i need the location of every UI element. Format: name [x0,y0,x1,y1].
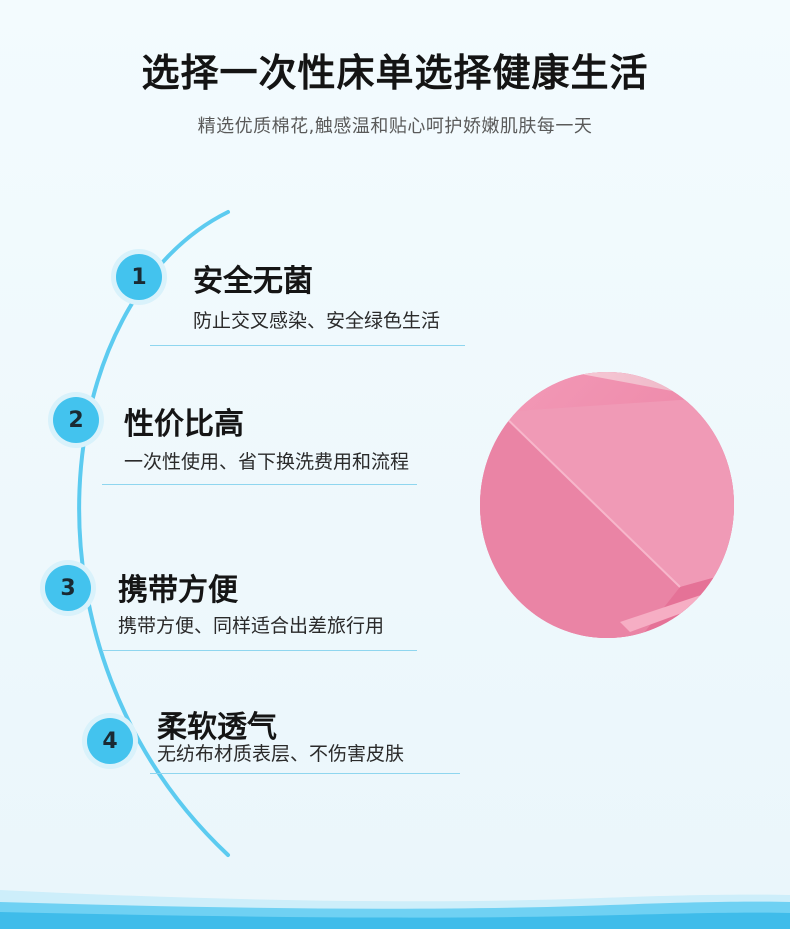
feature-number-badge: 2 [53,397,99,443]
product-photo [480,372,734,638]
page-subtitle: 精选优质棉花,触感温和贴心呵护娇嫩肌肤每一天 [197,116,593,137]
feature-title: 性价比高 [124,407,244,442]
feature-description: 一次性使用、省下换洗费用和流程 [124,451,410,473]
feature-divider [102,484,417,485]
feature-title: 安全无菌 [193,264,313,299]
feature-number-badge: 4 [87,718,133,764]
feature-number: 3 [60,575,76,601]
feature-title: 携带方便 [118,573,238,608]
feature-description: 防止交叉感染、安全绿色生活 [193,310,441,332]
pink-sheet-illustration [480,372,734,638]
feature-number: 2 [68,407,84,433]
feature-title: 柔软透气 [157,710,277,745]
bottom-wave-decoration [0,890,790,929]
feature-divider [150,773,460,774]
feature-number-badge: 1 [116,254,162,300]
feature-divider [150,345,465,346]
feature-description: 携带方便、同样适合出差旅行用 [118,615,385,637]
feature-description: 无纺布材质表层、不伤害皮肤 [157,743,405,765]
feature-number: 4 [102,728,118,754]
page-title: 选择一次性床单选择健康生活 [141,51,649,95]
feature-number: 1 [131,264,147,290]
feature-divider [102,650,417,651]
feature-number-badge: 3 [45,565,91,611]
